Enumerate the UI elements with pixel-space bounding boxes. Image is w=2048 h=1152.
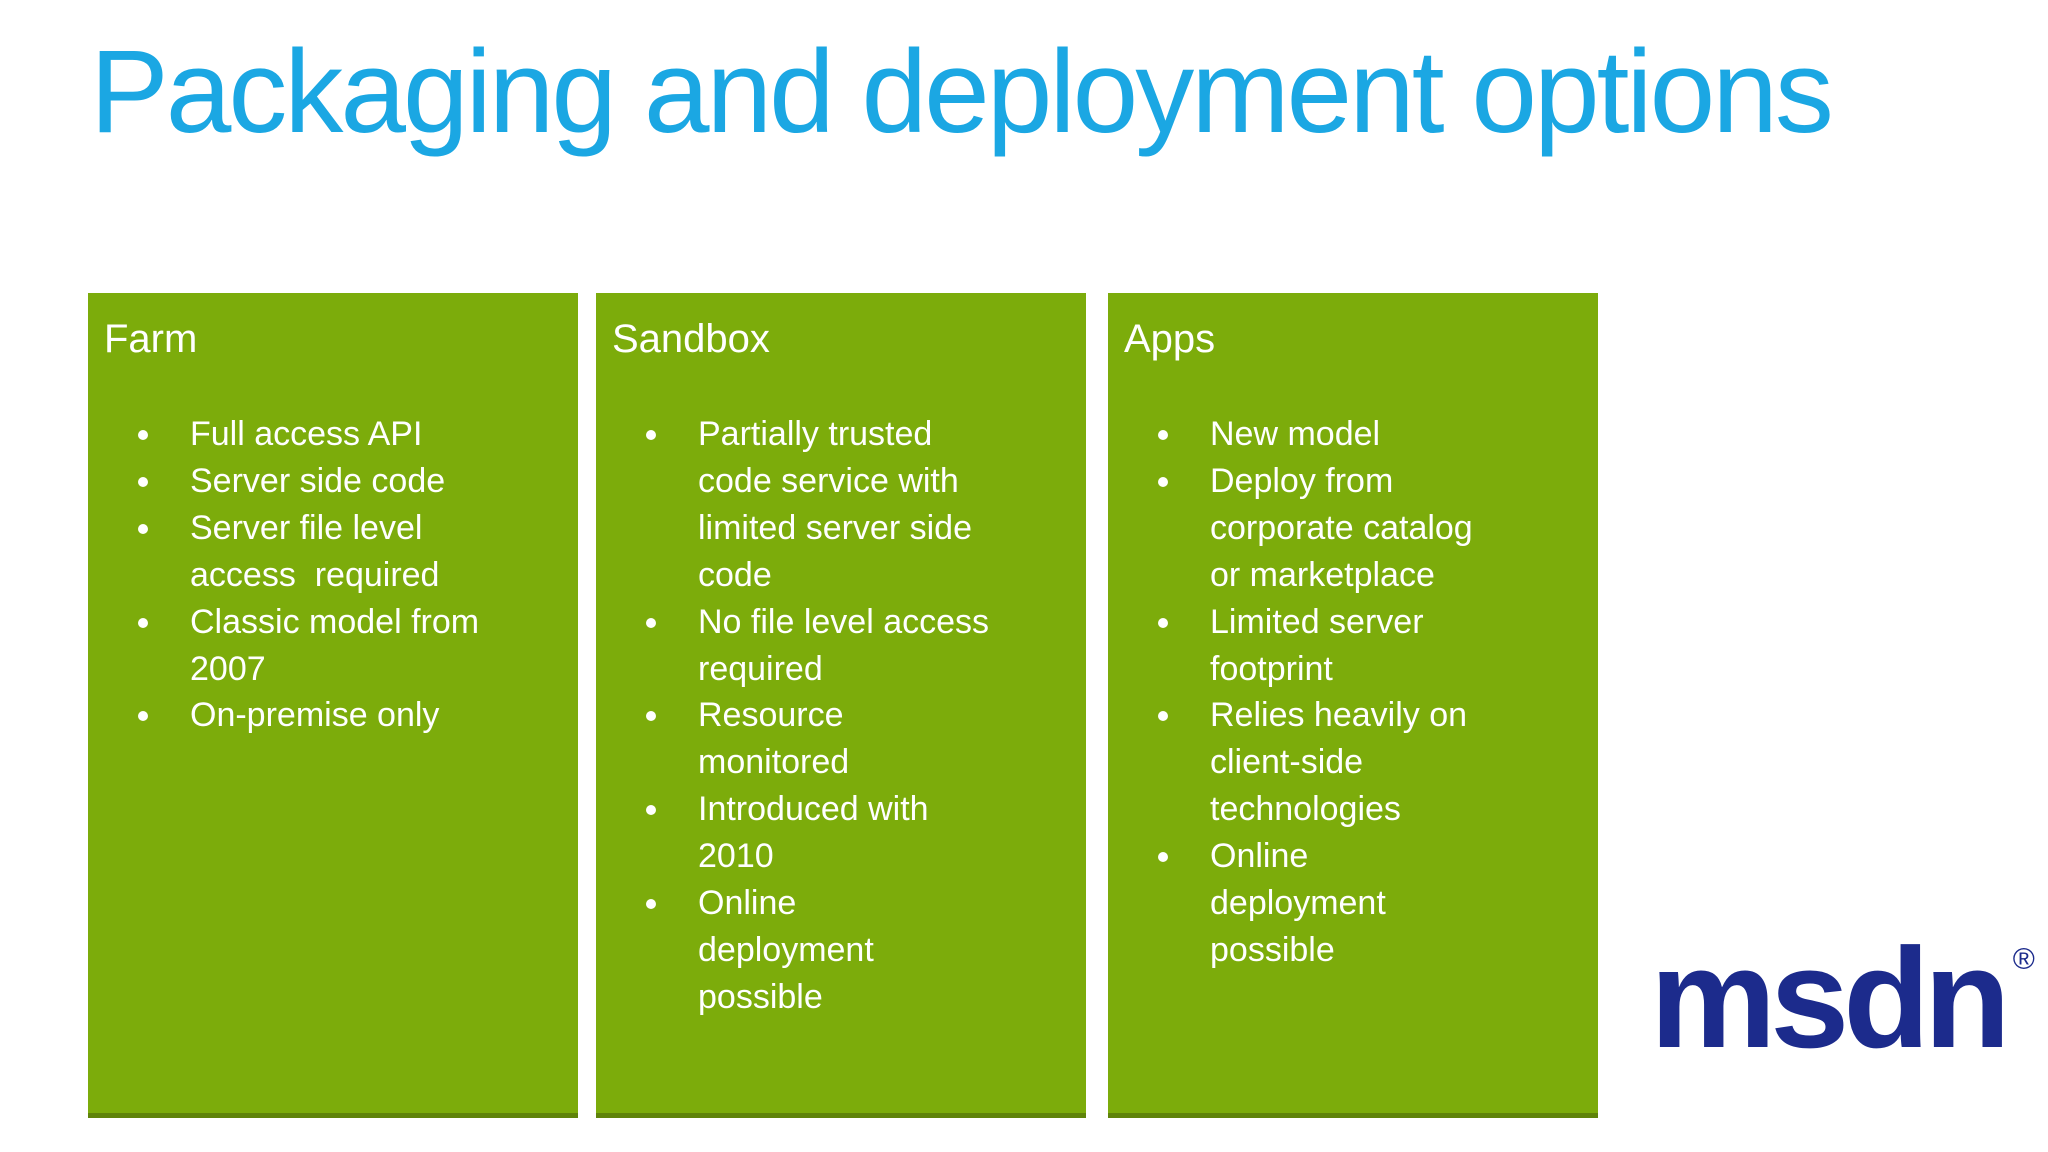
bullet-item: Full access API [104,411,564,458]
apps-box-header: Apps [1124,317,1216,361]
apps-bullet-list: New model Deploy from corporate catalog … [1124,411,1584,974]
bullet-item: Classic model from 2007 [104,599,564,693]
sandbox-bullet-list: Partially trusted code service with limi… [612,411,1072,1021]
bullet-item: Limited server footprint [1124,599,1584,693]
bullet-item: Server file level access required [104,505,564,599]
bullet-item: New model [1124,411,1584,458]
sandbox-box: Sandbox Partially trusted code service w… [596,293,1086,1118]
bullet-item: Introduced with 2010 [612,786,1072,880]
bullet-item: Online deployment possible [1124,833,1584,974]
bullet-item: Relies heavily on client-side technologi… [1124,692,1584,833]
farm-bullet-list: Full access API Server side code Server … [104,411,564,739]
registered-trademark-icon: ® [2012,943,2035,976]
bullet-item: Partially trusted code service with limi… [612,411,1072,599]
farm-box-header: Farm [104,317,198,361]
bullet-item: On-premise only [104,692,564,739]
bullet-item: No file level access required [612,599,1072,693]
slide-title: Packaging and deployment options [90,26,1834,158]
msdn-logo: msdn® [1650,928,2035,1070]
bullet-item: Resource monitored [612,692,1072,786]
bullet-item: Online deployment possible [612,880,1072,1021]
sandbox-box-header: Sandbox [612,317,770,361]
bullet-item: Deploy from corporate catalog or marketp… [1124,458,1584,599]
farm-box: Farm Full access API Server side code Se… [88,293,578,1118]
bullet-item: Server side code [104,458,564,505]
msdn-logo-text: msdn [1650,919,2011,1078]
apps-box: Apps New model Deploy from corporate cat… [1108,293,1598,1118]
